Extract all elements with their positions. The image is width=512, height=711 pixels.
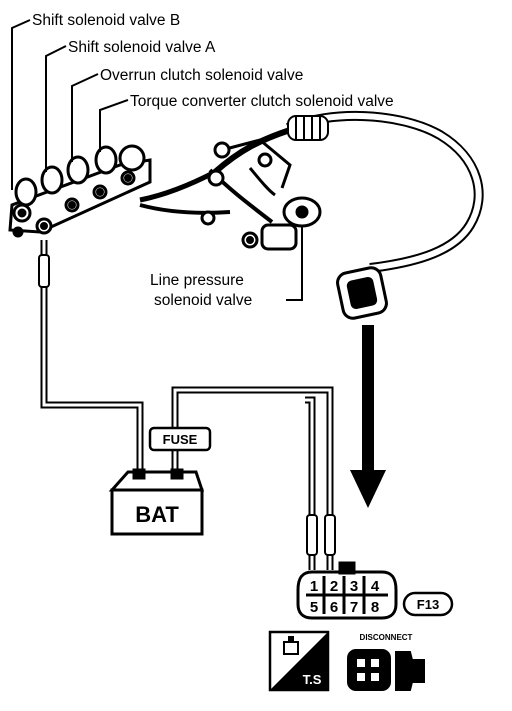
battery-label: BAT bbox=[135, 502, 179, 527]
pin-3: 3 bbox=[350, 578, 358, 595]
disconnect-label: DISCONNECT bbox=[360, 633, 413, 642]
pin-5: 5 bbox=[310, 599, 318, 616]
line-pressure-solenoid bbox=[241, 196, 322, 251]
pin-4: 4 bbox=[371, 578, 380, 595]
callout-line-pressure-1: Line pressure bbox=[150, 272, 244, 289]
callout-shift-solenoid-a: Shift solenoid valve A bbox=[68, 39, 216, 56]
solenoid-cylinders bbox=[14, 144, 146, 207]
fuse bbox=[148, 426, 212, 452]
callout-line-pressure-2: solenoid valve bbox=[154, 292, 252, 309]
callout-overrun-clutch: Overrun clutch solenoid valve bbox=[100, 67, 303, 84]
pin-8: 8 bbox=[371, 599, 379, 616]
down-arrow bbox=[350, 325, 386, 508]
callout-torque-converter: Torque converter clutch solenoid valve bbox=[130, 93, 394, 110]
harness-plug bbox=[336, 266, 388, 320]
tester-symbol-icon bbox=[268, 630, 330, 692]
connector-face bbox=[296, 561, 398, 620]
callout-shift-solenoid-b: Shift solenoid valve B bbox=[32, 12, 180, 29]
pin-7: 7 bbox=[350, 599, 358, 616]
tester-label: T.S bbox=[303, 672, 322, 687]
solenoid-valve-body bbox=[8, 158, 152, 238]
probe-tips bbox=[38, 254, 336, 556]
harness-branches bbox=[200, 138, 292, 226]
disconnect-connector-icon bbox=[347, 649, 425, 691]
harness-sleeve bbox=[287, 115, 329, 141]
battery bbox=[108, 468, 205, 536]
callout-leaders bbox=[11, 19, 303, 301]
harness-cable bbox=[139, 110, 484, 273]
connector-id-badge bbox=[402, 591, 454, 617]
pin-6: 6 bbox=[330, 599, 338, 616]
connector-id: F13 bbox=[417, 597, 439, 612]
pin-1: 1 bbox=[310, 578, 318, 595]
pin-2: 2 bbox=[330, 578, 338, 595]
fuse-label: FUSE bbox=[163, 432, 198, 447]
